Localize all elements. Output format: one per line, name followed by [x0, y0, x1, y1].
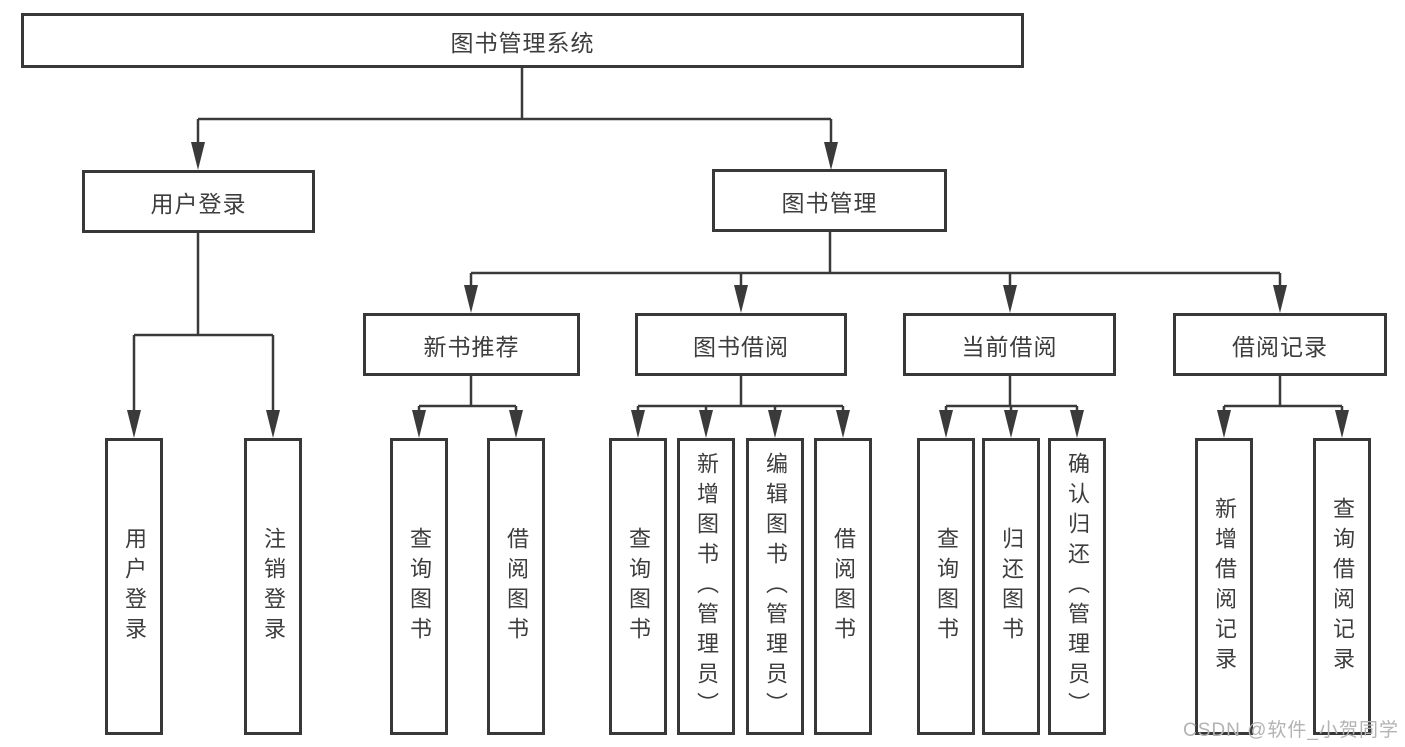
arrow-down-icon — [1070, 410, 1084, 438]
node-new-book-recommend: 新书推荐 — [363, 313, 580, 376]
node-label: 注销登录 — [261, 526, 286, 647]
arrow-down-icon — [631, 410, 645, 438]
node-label: 查询图书 — [934, 526, 959, 647]
node-book-borrowing: 图书借阅 — [635, 313, 847, 376]
node-label: 图书管理系统 — [450, 29, 595, 56]
node-label: 归还图书 — [999, 526, 1024, 647]
node-library-system: 图书管理系统 — [21, 13, 1024, 68]
connector-root-to-level2 — [196, 68, 833, 144]
leaf-bb-borrow-books: 借阅图书 — [814, 438, 872, 735]
leaf-bb-add-books-admin: 新增图书（管理员） — [677, 438, 735, 735]
node-label: 新增图书（管理员） — [694, 451, 719, 722]
node-label: 新书推荐 — [423, 333, 520, 360]
connector-user-login-to-leaves — [132, 233, 275, 412]
connector-book-borrow-to-leaves — [636, 376, 845, 412]
leaf-nb-query-books: 查询图书 — [390, 438, 448, 735]
node-label: 新增借阅记录 — [1212, 496, 1237, 677]
node-label: 用户登录 — [150, 190, 247, 217]
leaf-br-query-record: 查询借阅记录 — [1313, 438, 1371, 735]
arrow-down-icon — [191, 142, 205, 170]
node-label: 借阅记录 — [1232, 333, 1328, 360]
leaf-user-login: 用户登录 — [105, 438, 163, 735]
arrow-down-icon — [734, 285, 748, 313]
node-label: 用户登录 — [122, 526, 147, 647]
node-label: 当前借阅 — [961, 333, 1058, 360]
arrow-down-icon — [412, 410, 426, 438]
node-label: 图书借阅 — [693, 333, 789, 360]
leaf-cb-query-books: 查询图书 — [917, 438, 975, 735]
connector-new-books-to-leaves — [417, 376, 518, 412]
arrow-down-icon — [1273, 285, 1287, 313]
arrow-down-icon — [127, 410, 141, 438]
node-label: 确认归还（管理员） — [1065, 451, 1090, 722]
node-label: 查询借阅记录 — [1330, 496, 1355, 677]
node-label: 查询图书 — [407, 526, 432, 647]
node-label: 借阅图书 — [831, 526, 856, 647]
node-book-management: 图书管理 — [712, 169, 947, 232]
arrow-down-icon — [1217, 410, 1231, 438]
leaf-br-add-record: 新增借阅记录 — [1195, 438, 1253, 735]
node-label: 编辑图书（管理员） — [763, 451, 788, 722]
node-user-login: 用户登录 — [82, 170, 315, 233]
arrow-down-icon — [824, 142, 838, 170]
csdn-watermark: CSDN @软件_小贺同学 — [1183, 720, 1399, 741]
leaf-bb-edit-books-admin: 编辑图书（管理员） — [746, 438, 804, 735]
connector-borrow-records-to-leaves — [1222, 376, 1344, 412]
arrow-down-icon — [836, 410, 850, 438]
node-borrow-records: 借阅记录 — [1173, 313, 1387, 376]
arrow-down-icon — [266, 410, 280, 438]
arrow-down-icon — [509, 410, 523, 438]
node-label: 查询图书 — [626, 526, 651, 647]
arrow-down-icon — [464, 285, 478, 313]
leaf-nb-borrow-books: 借阅图书 — [487, 438, 545, 735]
node-label: 借阅图书 — [504, 526, 529, 647]
connector-book-mgmt-to-level3 — [469, 232, 1282, 287]
arrow-down-icon — [768, 410, 782, 438]
arrow-down-icon — [1335, 410, 1349, 438]
arrow-down-icon — [1003, 285, 1017, 313]
node-label: 图书管理 — [781, 189, 878, 216]
leaf-logout: 注销登录 — [244, 438, 302, 735]
leaf-bb-query-books: 查询图书 — [609, 438, 667, 735]
arrow-down-icon — [939, 410, 953, 438]
connector-current-borrow-to-leaves — [944, 376, 1079, 412]
leaf-cb-return-books: 归还图书 — [982, 438, 1040, 735]
node-current-borrowing: 当前借阅 — [903, 313, 1116, 376]
arrow-down-icon — [699, 410, 713, 438]
arrow-down-icon — [1004, 410, 1018, 438]
leaf-cb-confirm-return-admin: 确认归还（管理员） — [1048, 438, 1106, 735]
